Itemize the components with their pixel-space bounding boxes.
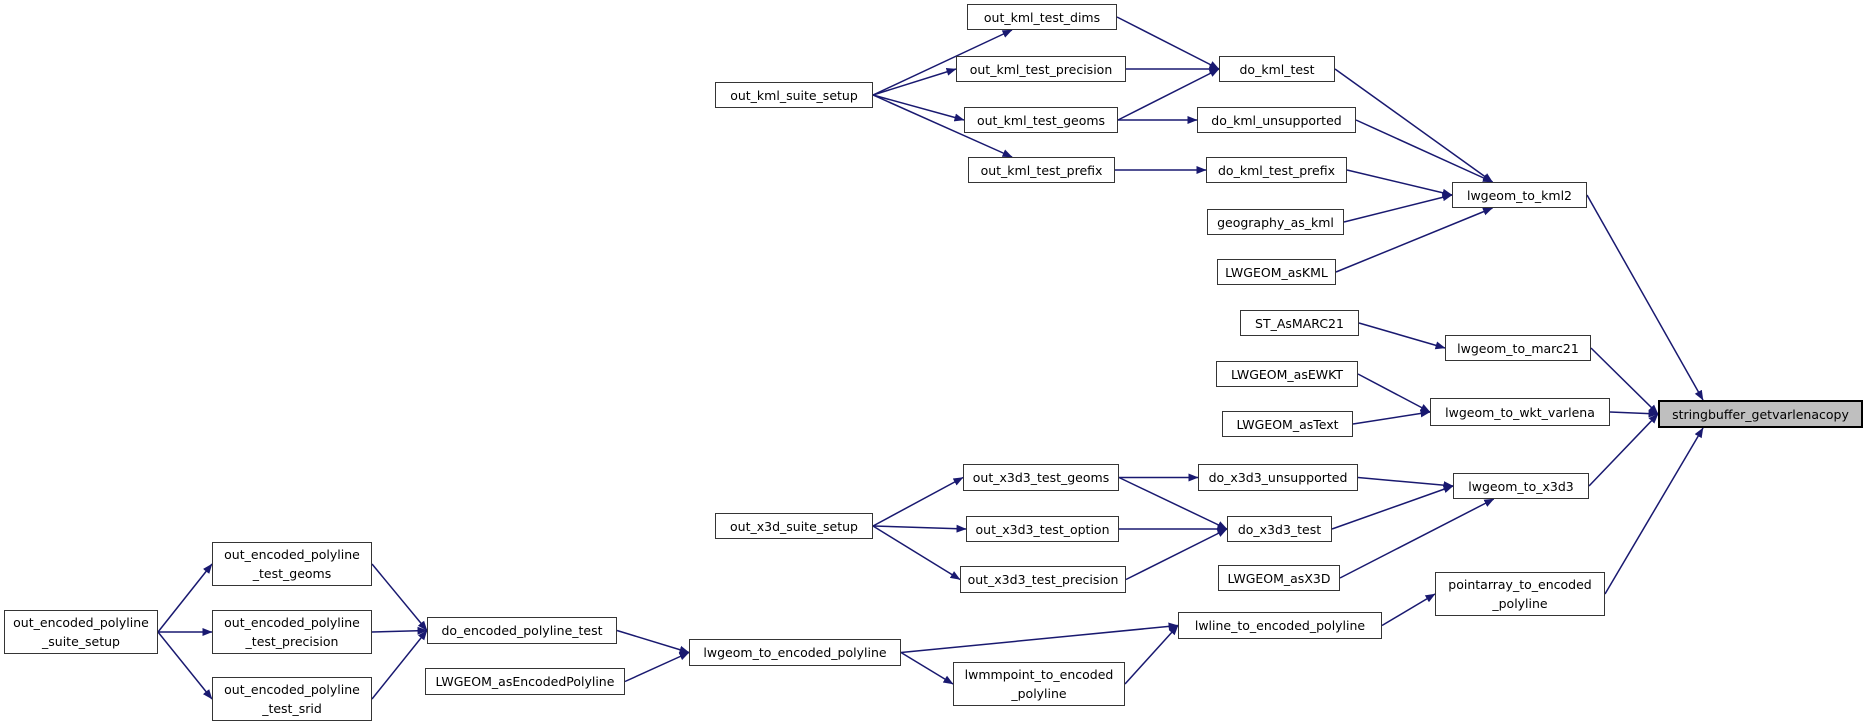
node-lwline_to_encoded_polyline[interactable]: lwline_to_encoded_polyline [1178, 612, 1382, 639]
edge-lwgeom_to_marc21-to-stringbuffer_getvarlenacopy [1590, 347, 1659, 415]
edge-pointarray_to_encoded_polyline-to-stringbuffer_getvarlenacopy [1604, 427, 1704, 595]
edge-LWGEOM_asKML-to-lwgeom_to_kml2 [1335, 207, 1493, 273]
node-LWGEOM_asX3D[interactable]: LWGEOM_asX3D [1218, 565, 1340, 591]
node-lwgeom_to_wkt_varlena[interactable]: lwgeom_to_wkt_varlena [1430, 398, 1610, 426]
node-LWGEOM_asEWKT[interactable]: LWGEOM_asEWKT [1216, 361, 1358, 387]
edge-out_encoded_polyline_test_srid-to-do_encoded_polyline_test [371, 630, 428, 700]
edge-out_x3d_suite_setup-to-out_x3d3_test_geoms [872, 476, 964, 527]
node-out_x3d_suite_setup[interactable]: out_x3d_suite_setup [715, 513, 873, 539]
edge-do_x3d3_unsupported-to-lwgeom_to_x3d3 [1357, 476, 1454, 490]
node-lwgeom_to_x3d3[interactable]: lwgeom_to_x3d3 [1453, 473, 1589, 499]
edge-lwmmpoint_to_encoded_polyline-to-lwline_to_encoded_polyline [1124, 624, 1179, 685]
node-out_kml_suite_setup[interactable]: out_kml_suite_setup [715, 82, 873, 108]
edge-out_x3d3_test_precision-to-do_x3d3_test [1125, 528, 1228, 581]
node-LWGEOM_asKML[interactable]: LWGEOM_asKML [1217, 259, 1336, 285]
node-do_x3d3_unsupported[interactable]: do_x3d3_unsupported [1198, 464, 1358, 491]
edge-LWGEOM_asEWKT-to-lwgeom_to_wkt_varlena [1357, 373, 1431, 413]
edge-ST_AsMARC21-to-lwgeom_to_marc21 [1358, 322, 1446, 350]
edge-out_kml_suite_setup-to-out_kml_test_geoms [872, 94, 965, 122]
node-ST_AsMARC21[interactable]: ST_AsMARC21 [1240, 310, 1359, 336]
edge-out_kml_suite_setup-to-out_kml_test_precision [872, 68, 957, 96]
edge-do_x3d3_test-to-lwgeom_to_x3d3 [1331, 485, 1454, 530]
node-lwgeom_to_marc21[interactable]: lwgeom_to_marc21 [1445, 335, 1591, 361]
node-out_x3d3_test_geoms[interactable]: out_x3d3_test_geoms [963, 464, 1119, 491]
node-out_kml_test_geoms[interactable]: out_kml_test_geoms [964, 107, 1118, 133]
edge-lwgeom_to_wkt_varlena-to-stringbuffer_getvarlenacopy [1609, 409, 1659, 418]
node-out_encoded_polyline_test_srid[interactable]: out_encoded_polyline _test_srid [212, 677, 372, 721]
edge-lwgeom_to_encoded_polyline-to-lwmmpoint_to_encoded_polyline [900, 651, 954, 685]
node-LWGEOM_asEncodedPolyline[interactable]: LWGEOM_asEncodedPolyline [425, 668, 625, 695]
node-do_encoded_polyline_test[interactable]: do_encoded_polyline_test [427, 617, 617, 644]
edge-LWGEOM_asX3D-to-lwgeom_to_x3d3 [1339, 498, 1495, 579]
edge-do_encoded_polyline_test-to-lwgeom_to_encoded_polyline [616, 629, 690, 654]
edge-lwgeom_to_x3d3-to-stringbuffer_getvarlenacopy [1588, 413, 1659, 487]
edge-out_x3d_suite_setup-to-out_x3d3_test_precision [872, 525, 961, 581]
node-do_kml_test[interactable]: do_kml_test [1219, 56, 1335, 82]
edge-out_kml_suite_setup-to-out_kml_test_dims [872, 29, 1013, 96]
node-lwgeom_to_kml2[interactable]: lwgeom_to_kml2 [1452, 182, 1587, 208]
edge-out_encoded_polyline_suite_setup-to-out_encoded_polyline_test_srid [157, 631, 213, 700]
edge-LWGEOM_asEncodedPolyline-to-lwgeom_to_encoded_polyline [624, 651, 690, 683]
node-pointarray_to_encoded_polyline[interactable]: pointarray_to_encoded _polyline [1435, 572, 1605, 616]
edge-geography_as_kml-to-lwgeom_to_kml2 [1343, 193, 1453, 223]
edge-do_kml_unsupported-to-lwgeom_to_kml2 [1355, 119, 1493, 183]
edge-LWGEOM_asText-to-lwgeom_to_wkt_varlena [1352, 409, 1431, 425]
node-do_kml_unsupported[interactable]: do_kml_unsupported [1197, 107, 1356, 133]
edge-lwgeom_to_kml2-to-stringbuffer_getvarlenacopy [1586, 194, 1704, 401]
node-do_kml_test_prefix[interactable]: do_kml_test_prefix [1206, 157, 1347, 183]
node-lwmmpoint_to_encoded_polyline[interactable]: lwmmpoint_to_encoded _polyline [953, 662, 1125, 706]
edge-out_kml_suite_setup-to-out_kml_test_prefix [872, 94, 1013, 158]
node-lwgeom_to_encoded_polyline[interactable]: lwgeom_to_encoded_polyline [689, 639, 901, 666]
edge-out_encoded_polyline_suite_setup-to-out_encoded_polyline_test_geoms [157, 563, 213, 633]
edge-out_encoded_polyline_test_precision-to-do_encoded_polyline_test [371, 626, 428, 635]
node-out_encoded_polyline_suite_setup[interactable]: out_encoded_polyline _suite_setup [4, 610, 158, 654]
edge-out_x3d3_test_geoms-to-do_x3d3_test [1118, 476, 1228, 530]
node-out_kml_test_prefix[interactable]: out_kml_test_prefix [968, 157, 1115, 183]
node-stringbuffer_getvarlenacopy[interactable]: stringbuffer_getvarlenacopy [1658, 400, 1863, 428]
edge-lwgeom_to_encoded_polyline-to-lwline_to_encoded_polyline [900, 622, 1179, 654]
node-out_kml_test_dims[interactable]: out_kml_test_dims [967, 4, 1117, 30]
edge-do_kml_test_prefix-to-lwgeom_to_kml2 [1346, 169, 1453, 197]
node-out_x3d3_test_precision[interactable]: out_x3d3_test_precision [960, 566, 1126, 593]
node-out_encoded_polyline_test_precision[interactable]: out_encoded_polyline _test_precision [212, 610, 372, 654]
node-out_x3d3_test_option[interactable]: out_x3d3_test_option [966, 516, 1119, 542]
node-do_x3d3_test[interactable]: do_x3d3_test [1227, 516, 1332, 542]
node-out_encoded_polyline_test_geoms[interactable]: out_encoded_polyline _test_geoms [212, 542, 372, 586]
edge-out_x3d_suite_setup-to-out_x3d3_test_option [872, 524, 967, 533]
edge-lwline_to_encoded_polyline-to-pointarray_to_encoded_polyline [1381, 593, 1436, 627]
edge-do_kml_test-to-lwgeom_to_kml2 [1334, 68, 1493, 183]
node-geography_as_kml[interactable]: geography_as_kml [1207, 209, 1344, 235]
edge-out_encoded_polyline_test_geoms-to-do_encoded_polyline_test [371, 563, 428, 631]
node-out_kml_test_precision[interactable]: out_kml_test_precision [956, 56, 1126, 82]
edge-out_kml_test_geoms-to-do_kml_test [1117, 68, 1220, 121]
edge-out_kml_test_dims-to-do_kml_test [1116, 16, 1220, 70]
node-LWGEOM_asText[interactable]: LWGEOM_asText [1222, 411, 1353, 437]
